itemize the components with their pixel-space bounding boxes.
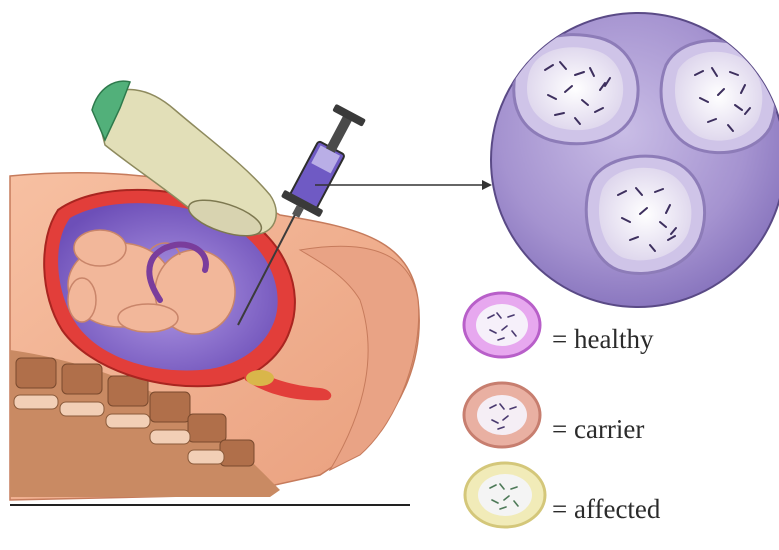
legend-label-healthy: = healthy — [552, 324, 653, 355]
callout-arrow — [482, 180, 492, 190]
magnified-cell — [661, 41, 776, 153]
legend-row-affected: = affected — [460, 470, 760, 550]
magnified-cell — [514, 35, 638, 144]
legend-label-affected: = affected — [552, 494, 660, 525]
anatomy-section — [10, 81, 492, 505]
syringe — [276, 101, 370, 226]
magnified-view — [491, 13, 779, 307]
legend-row-carrier: = carrier — [460, 390, 760, 470]
magnified-cell — [586, 156, 704, 273]
legend-row-healthy: = healthy — [460, 300, 760, 380]
legend-label-carrier: = carrier — [552, 414, 644, 445]
cervical-plug — [246, 370, 274, 386]
